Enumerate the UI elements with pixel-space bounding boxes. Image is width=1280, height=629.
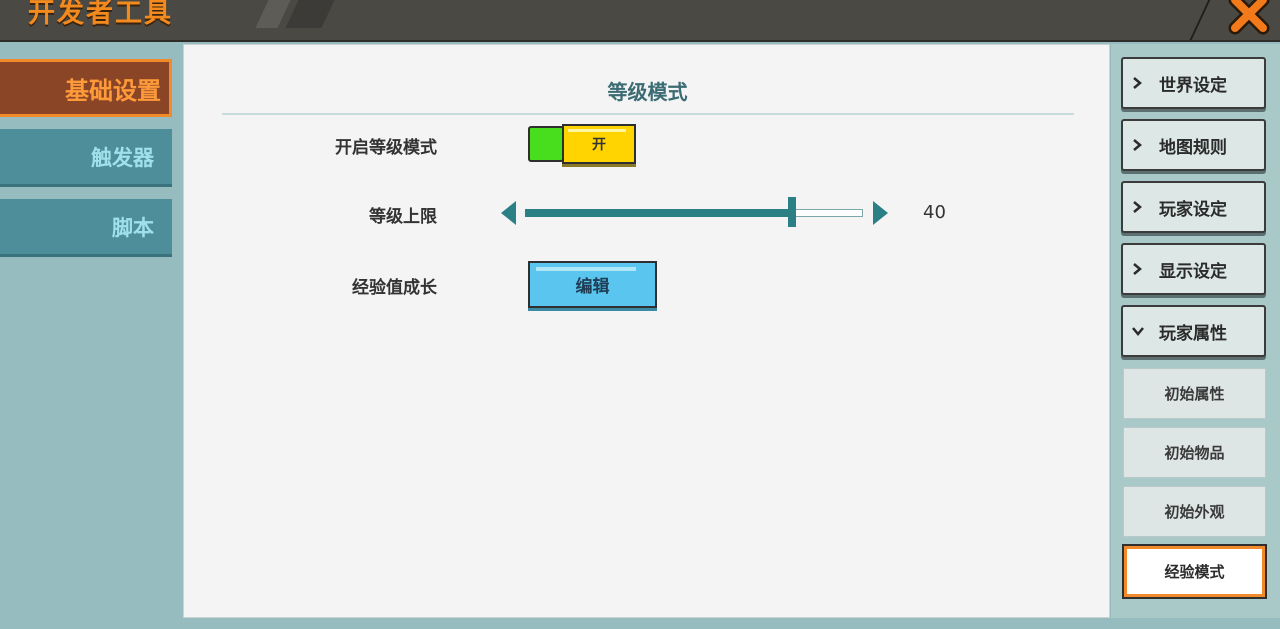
toggle-track — [528, 126, 564, 162]
close-button[interactable] — [1224, 0, 1274, 36]
tab-label: 触发器 — [91, 145, 154, 170]
close-x-icon — [1228, 0, 1270, 35]
decrease-arrow-icon[interactable] — [501, 201, 516, 225]
decor-slash — [1187, 0, 1211, 40]
tab-label: 脚本 — [112, 215, 154, 240]
menu-label: 玩家设定 — [1159, 199, 1227, 220]
level-cap-label: 等级上限 — [369, 207, 437, 227]
toggle-knob: 开 — [562, 124, 636, 164]
submenu-label: 经验模式 — [1164, 563, 1225, 581]
submenu-initial-items[interactable]: 初始物品 — [1123, 427, 1266, 478]
menu-map-rules[interactable]: 地图规则 — [1121, 119, 1266, 171]
bottom-strip — [0, 618, 1280, 629]
section-divider — [222, 113, 1074, 115]
tab-triggers[interactable]: 触发器 — [0, 129, 172, 187]
submenu-label: 初始属性 — [1164, 385, 1225, 403]
right-menu: 世界设定 地图规则 玩家设定 显示设定 玩家属性 初始属性 初始物品 初始外观 … — [1111, 44, 1280, 618]
submenu-experience-mode[interactable]: 经验模式 — [1122, 544, 1267, 599]
level-mode-label: 开启等级模式 — [335, 138, 437, 158]
menu-label: 世界设定 — [1159, 75, 1227, 96]
chevron-right-icon — [1131, 262, 1151, 276]
menu-player-attributes[interactable]: 玩家属性 — [1121, 305, 1266, 357]
menu-player-settings[interactable]: 玩家设定 — [1121, 181, 1266, 233]
chevron-right-icon — [1131, 138, 1151, 152]
tab-scripts[interactable]: 脚本 — [0, 199, 172, 257]
section-title: 等级模式 — [607, 80, 688, 104]
menu-world-settings[interactable]: 世界设定 — [1121, 57, 1266, 109]
exp-growth-label: 经验值成长 — [352, 278, 437, 298]
toggle-text: 开 — [592, 137, 606, 153]
decor-stripe — [285, 0, 335, 28]
decor-stripe — [255, 0, 291, 28]
submenu-initial-appearance[interactable]: 初始外观 — [1123, 486, 1266, 537]
menu-display-settings[interactable]: 显示设定 — [1121, 243, 1266, 295]
menu-label: 地图规则 — [1159, 137, 1227, 158]
chevron-down-icon — [1131, 325, 1151, 337]
level-cap-value: 40 — [923, 202, 946, 223]
submenu-initial-attributes[interactable]: 初始属性 — [1123, 368, 1266, 419]
chevron-right-icon — [1131, 200, 1151, 214]
chevron-right-icon — [1131, 76, 1151, 90]
submenu-label: 初始物品 — [1164, 444, 1225, 462]
menu-label: 显示设定 — [1159, 261, 1227, 282]
submenu-label: 初始外观 — [1164, 503, 1225, 521]
app-title: 开发者工具 — [28, 0, 173, 29]
slider-handle[interactable] — [788, 197, 796, 227]
edit-button[interactable]: 编辑 — [528, 261, 657, 308]
edit-button-label: 编辑 — [575, 277, 610, 297]
tab-basic-settings[interactable]: 基础设置 — [0, 59, 172, 117]
level-mode-toggle[interactable]: 开 — [528, 124, 638, 164]
level-cap-slider[interactable] — [525, 209, 863, 217]
increase-arrow-icon[interactable] — [873, 201, 888, 225]
settings-panel: 等级模式 开启等级模式 开 等级上限 40 经验值成长 编辑 — [183, 44, 1110, 618]
tab-label: 基础设置 — [65, 76, 161, 105]
title-bar: 开发者工具 — [0, 0, 1280, 42]
menu-label: 玩家属性 — [1159, 323, 1227, 344]
slider-fill — [525, 209, 792, 217]
